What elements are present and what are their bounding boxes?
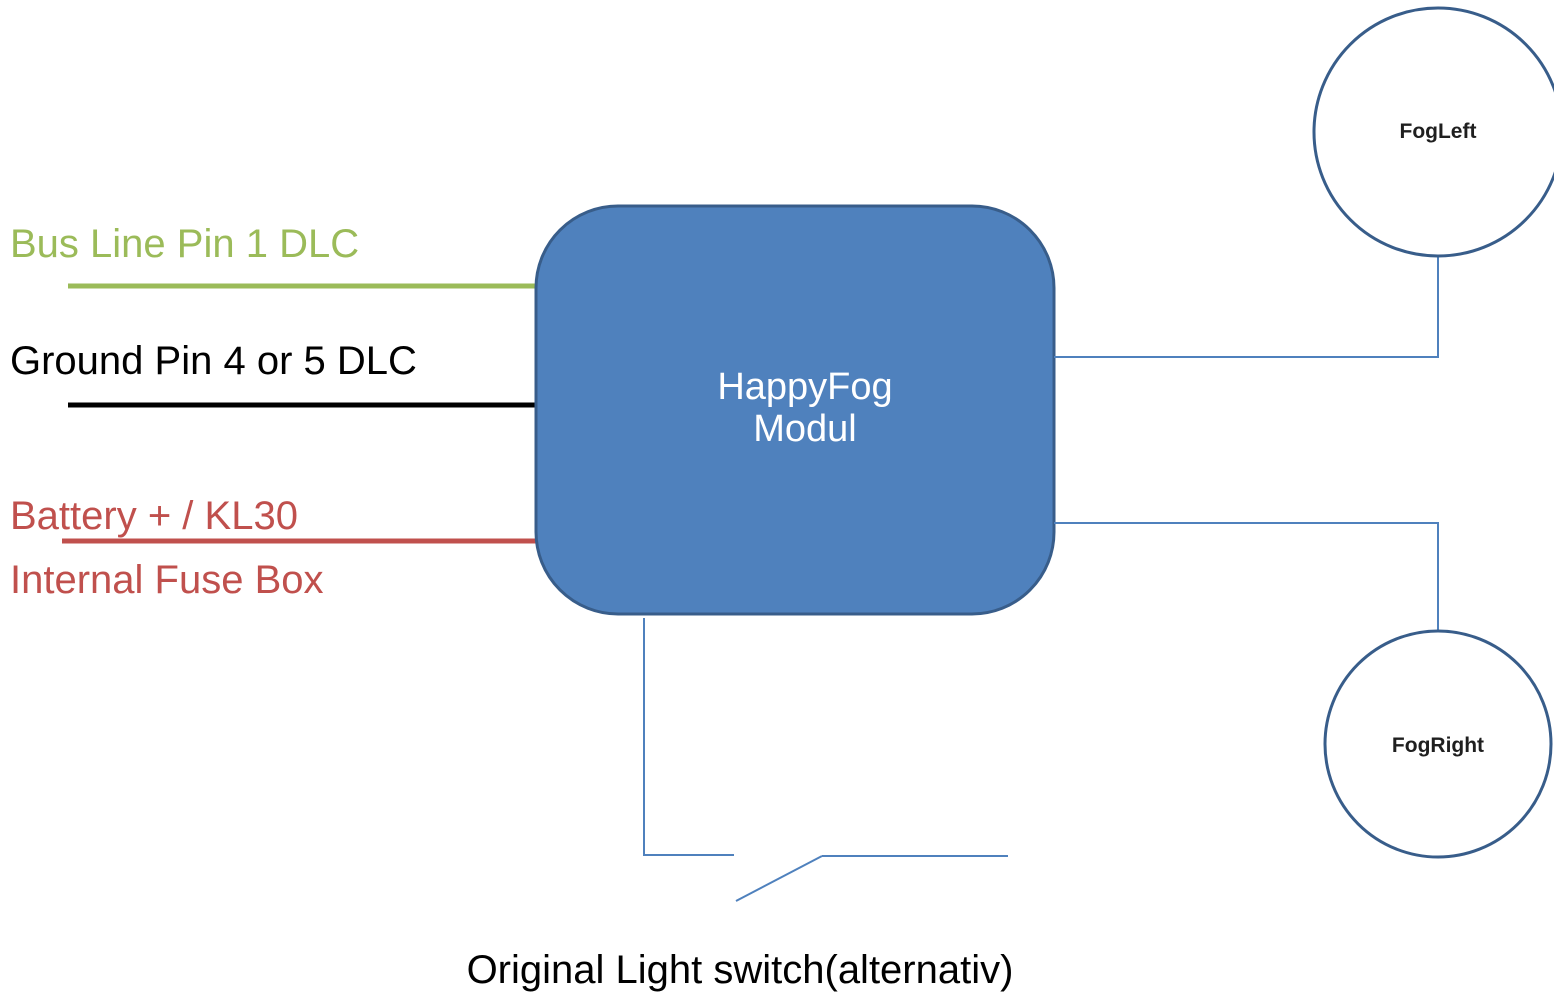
- light-switch-label: Original Light switch(alternativ): [466, 948, 1014, 992]
- switch-lever: [735, 855, 823, 902]
- battery-label-line1: Battery + / KL30: [10, 494, 298, 538]
- module-label-line1: HappyFog: [717, 366, 893, 408]
- battery-label-line2: Internal Fuse Box: [10, 558, 324, 602]
- module-label: HappyFog Modul: [640, 366, 970, 450]
- switch-wire-left: [643, 618, 734, 856]
- fog-right-label: FogRight: [1391, 734, 1485, 757]
- bus-line-label: Bus Line Pin 1 DLC: [10, 222, 360, 266]
- module-label-line2: Modul: [753, 408, 857, 450]
- ground-label: Ground Pin 4 or 5 DLC: [10, 339, 417, 383]
- fog-right-lamp: [1323, 629, 1553, 859]
- happyfog-module-box: [534, 204, 1056, 616]
- fog-right-connector: [1054, 522, 1439, 632]
- fog-left-label: FogLeft: [1399, 120, 1477, 143]
- fog-left-lamp: [1312, 6, 1554, 258]
- fog-left-connector: [1054, 238, 1439, 358]
